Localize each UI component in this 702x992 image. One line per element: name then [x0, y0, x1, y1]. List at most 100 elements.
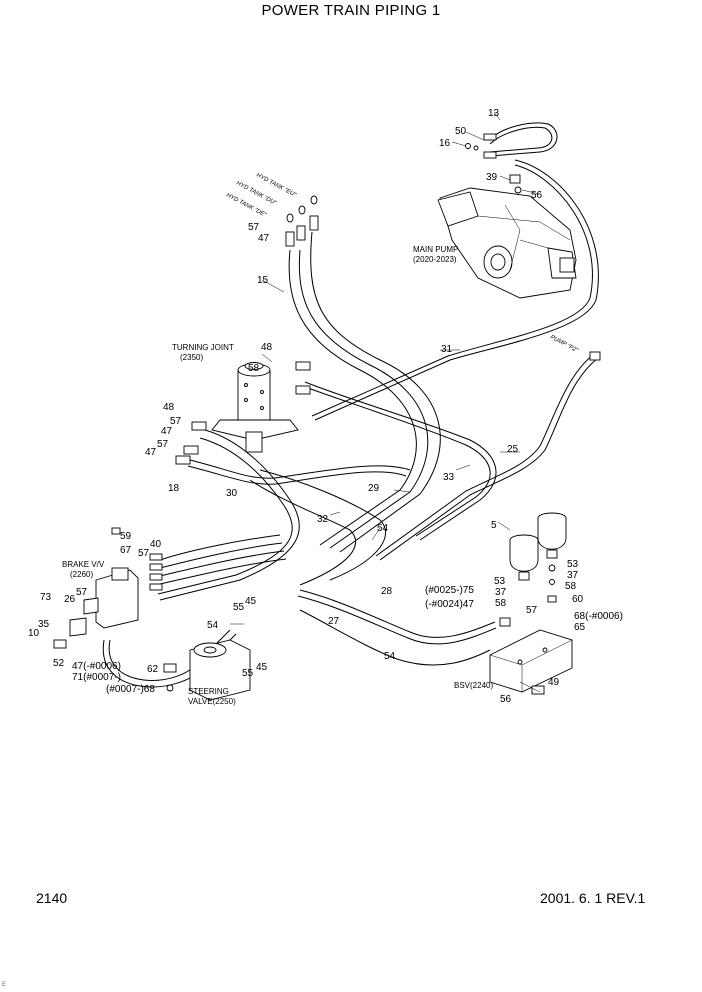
callout-49: 10	[28, 628, 40, 639]
callout-25: 37	[567, 570, 579, 581]
bsv-label: BSV(2240)	[454, 681, 493, 690]
callout-47: 57	[76, 587, 88, 598]
hose-31-b	[311, 164, 593, 417]
hose-brake-bundle-3	[159, 550, 285, 577]
callout-16: 18	[168, 483, 180, 494]
hose-15-b	[298, 249, 429, 549]
callout-43: 40	[150, 539, 162, 550]
callout-15: 47	[145, 447, 157, 458]
page-title: POWER TRAIN PIPING 1	[261, 2, 441, 19]
callout-4: 56	[531, 190, 543, 201]
accumulator-right	[537, 512, 567, 559]
callout-45: 73	[40, 592, 52, 603]
callout-3: 39	[486, 172, 498, 183]
callout-50: 52	[53, 658, 65, 669]
callout-54: 45	[245, 596, 257, 607]
steering-valve-label: STEERING	[188, 687, 229, 696]
callout-14: 57	[157, 439, 169, 450]
callout-2: 16	[439, 138, 451, 149]
hose-18-b	[187, 465, 407, 485]
turning-joint	[211, 362, 299, 453]
fittings	[53, 133, 601, 695]
hose-25-b	[375, 353, 595, 557]
hose-15-c	[310, 231, 441, 553]
hose-30	[159, 429, 300, 601]
callout-13: 47	[161, 426, 173, 437]
callout-26: 58	[565, 581, 577, 592]
callout-27: 53	[494, 576, 506, 587]
callout-52: 71(#0007-)	[72, 672, 121, 683]
hose-28	[299, 589, 496, 638]
callout-48: 35	[38, 619, 50, 630]
steering-valve	[189, 639, 251, 701]
page-number: 2140	[36, 890, 68, 906]
main-pump	[437, 187, 577, 299]
callout-59: (#0007-)68	[106, 684, 155, 695]
callout-42: 67	[120, 545, 132, 556]
callout-35: (-#0024)47	[425, 599, 474, 610]
callout-41: 59	[120, 531, 132, 542]
callout-34: (#0025-)75	[425, 585, 474, 596]
callout-56: 55	[242, 668, 254, 679]
callout-22: 54	[377, 523, 389, 534]
main-pump-label: MAIN PUMP	[413, 245, 458, 254]
callout-44: 57	[138, 548, 150, 559]
callout-21: 32	[317, 514, 329, 525]
hose-brake-bundle-2	[159, 542, 283, 569]
callout-29: 58	[495, 598, 507, 609]
callout-51: 47(-#0006)	[72, 661, 121, 672]
component-labels: MAIN PUMP (2020-2023) TURNING JOINT (235…	[62, 245, 493, 706]
callout-39: 56	[500, 694, 512, 705]
callout-24: 53	[567, 559, 579, 570]
callout-40: 49	[548, 677, 560, 688]
hose-29	[259, 469, 386, 581]
callout-28: 37	[495, 587, 507, 598]
hose-33	[304, 381, 497, 541]
callout-1: 50	[455, 126, 467, 137]
callout-10: 58	[248, 363, 260, 374]
hose-28-b	[297, 595, 497, 645]
callout-17: 30	[226, 488, 238, 499]
callout-38: 54	[384, 651, 396, 662]
turning-joint-code: (2350)	[180, 353, 203, 362]
callout-9: 48	[261, 342, 273, 353]
hose-25	[379, 357, 599, 561]
callout-36: 28	[381, 586, 393, 597]
callout-6: 47	[258, 233, 270, 244]
hose-32	[249, 479, 356, 586]
callout-46: 26	[64, 594, 76, 605]
revision-date: 2001. 6. 1 REV.1	[540, 890, 646, 906]
hose-brake-bundle-4	[159, 558, 287, 585]
callout-18: 29	[368, 483, 380, 494]
hose-15-a	[288, 249, 417, 546]
brake-valve-code: (2260)	[70, 570, 93, 579]
hose-13	[489, 122, 558, 157]
corner-mark: E	[2, 982, 7, 988]
callout-20: 25	[507, 444, 519, 455]
callout-8: 31	[441, 344, 453, 355]
turning-joint-label: TURNING JOINT	[172, 343, 234, 352]
callout-55: 54	[207, 620, 219, 631]
callout-31: 68(-#0006)	[574, 611, 623, 622]
callout-37: 27	[328, 616, 340, 627]
callout-30: 60	[572, 594, 584, 605]
hose-13-b	[489, 126, 553, 153]
callout-19: 33	[443, 472, 455, 483]
callout-12: 57	[170, 416, 182, 427]
accumulator-left	[509, 534, 539, 581]
callout-5: 57	[248, 222, 260, 233]
callout-58: 62	[147, 664, 159, 675]
callout-11: 48	[163, 402, 175, 413]
main-pump-code: (2020-2023)	[413, 255, 457, 264]
callout-57: 45	[256, 662, 268, 673]
callout-33: 57	[526, 605, 538, 616]
hose-27	[299, 609, 491, 666]
hose-33-b	[307, 387, 491, 537]
callout-32: 65	[574, 622, 586, 633]
hose-18	[189, 459, 411, 479]
brake-valve	[69, 567, 139, 637]
steering-valve-code: VALVE(2250)	[188, 697, 236, 706]
callout-23: 5	[491, 520, 497, 531]
